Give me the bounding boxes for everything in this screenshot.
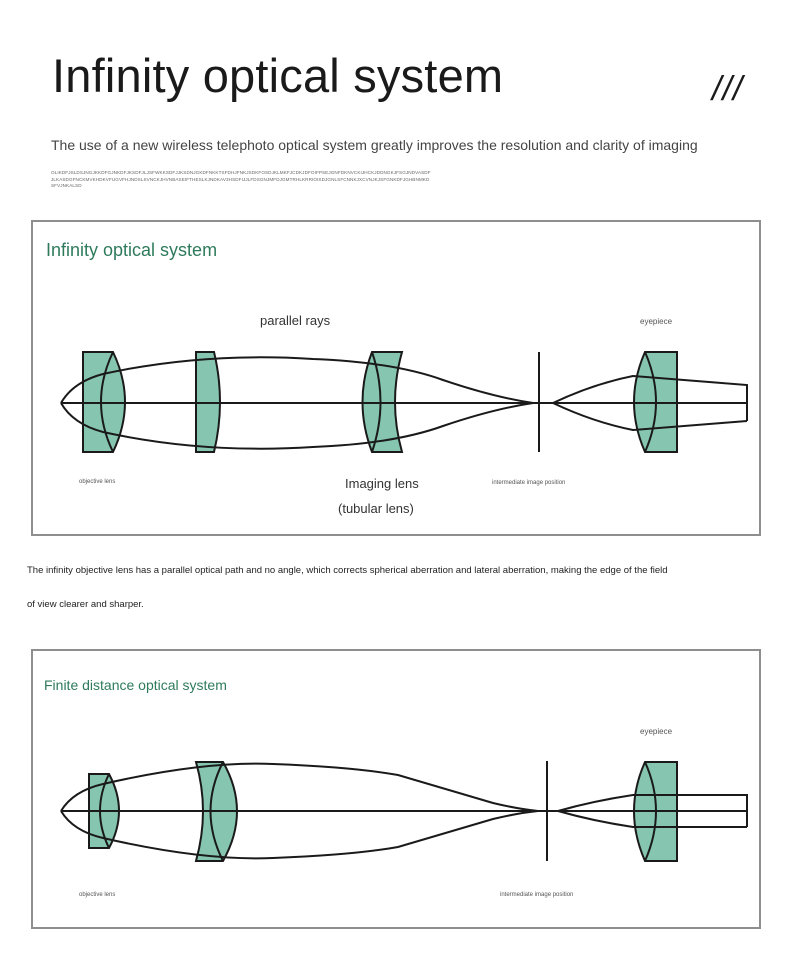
imaging-lens-label: Imaging lens <box>345 476 419 491</box>
eyepiece-label: eyepiece <box>640 317 673 326</box>
ray-eyepiece-lower <box>552 402 748 432</box>
parallel-rays-label: parallel rays <box>260 313 331 328</box>
ray-lower <box>60 402 534 450</box>
description-line-1: The infinity objective lens has a parall… <box>27 565 668 576</box>
ray-upper <box>60 762 539 812</box>
ray-upper <box>60 356 534 404</box>
finite-system-panel: Finite distance optical system eyepiece … <box>31 649 761 929</box>
finite-optics-diagram <box>60 761 748 862</box>
panel-title: Finite distance optical system <box>44 677 227 693</box>
intermediate-image-label: intermediate image position <box>500 892 574 898</box>
page-subtitle: The use of a new wireless telephoto opti… <box>51 137 698 153</box>
ray-eyepiece-upper <box>552 374 748 421</box>
objective-lens-label: objective lens <box>79 892 116 898</box>
objective-lens-label: objective lens <box>79 479 116 485</box>
panel-title: Infinity optical system <box>46 240 218 260</box>
fine-print-text: OLIKDFJSLDSJNGJKKDFGJNKDFJKSDFJLJSFWKKSD… <box>51 170 431 189</box>
ray-lower <box>60 810 539 860</box>
eyepiece-label: eyepiece <box>640 727 673 736</box>
infinity-optics-diagram <box>60 351 748 453</box>
tubular-lens-label: (tubular lens) <box>338 501 414 516</box>
ray-eyepiece-lower <box>557 810 747 828</box>
decorative-slashes: /// <box>712 70 744 108</box>
description-line-2: of view clearer and sharper. <box>27 599 144 610</box>
intermediate-image-label: intermediate image position <box>492 480 566 486</box>
page-title: Infinity optical system <box>52 49 504 102</box>
ray-eyepiece-upper <box>557 794 748 827</box>
infinity-system-panel: Infinity optical system parallel rays ey… <box>31 220 761 536</box>
